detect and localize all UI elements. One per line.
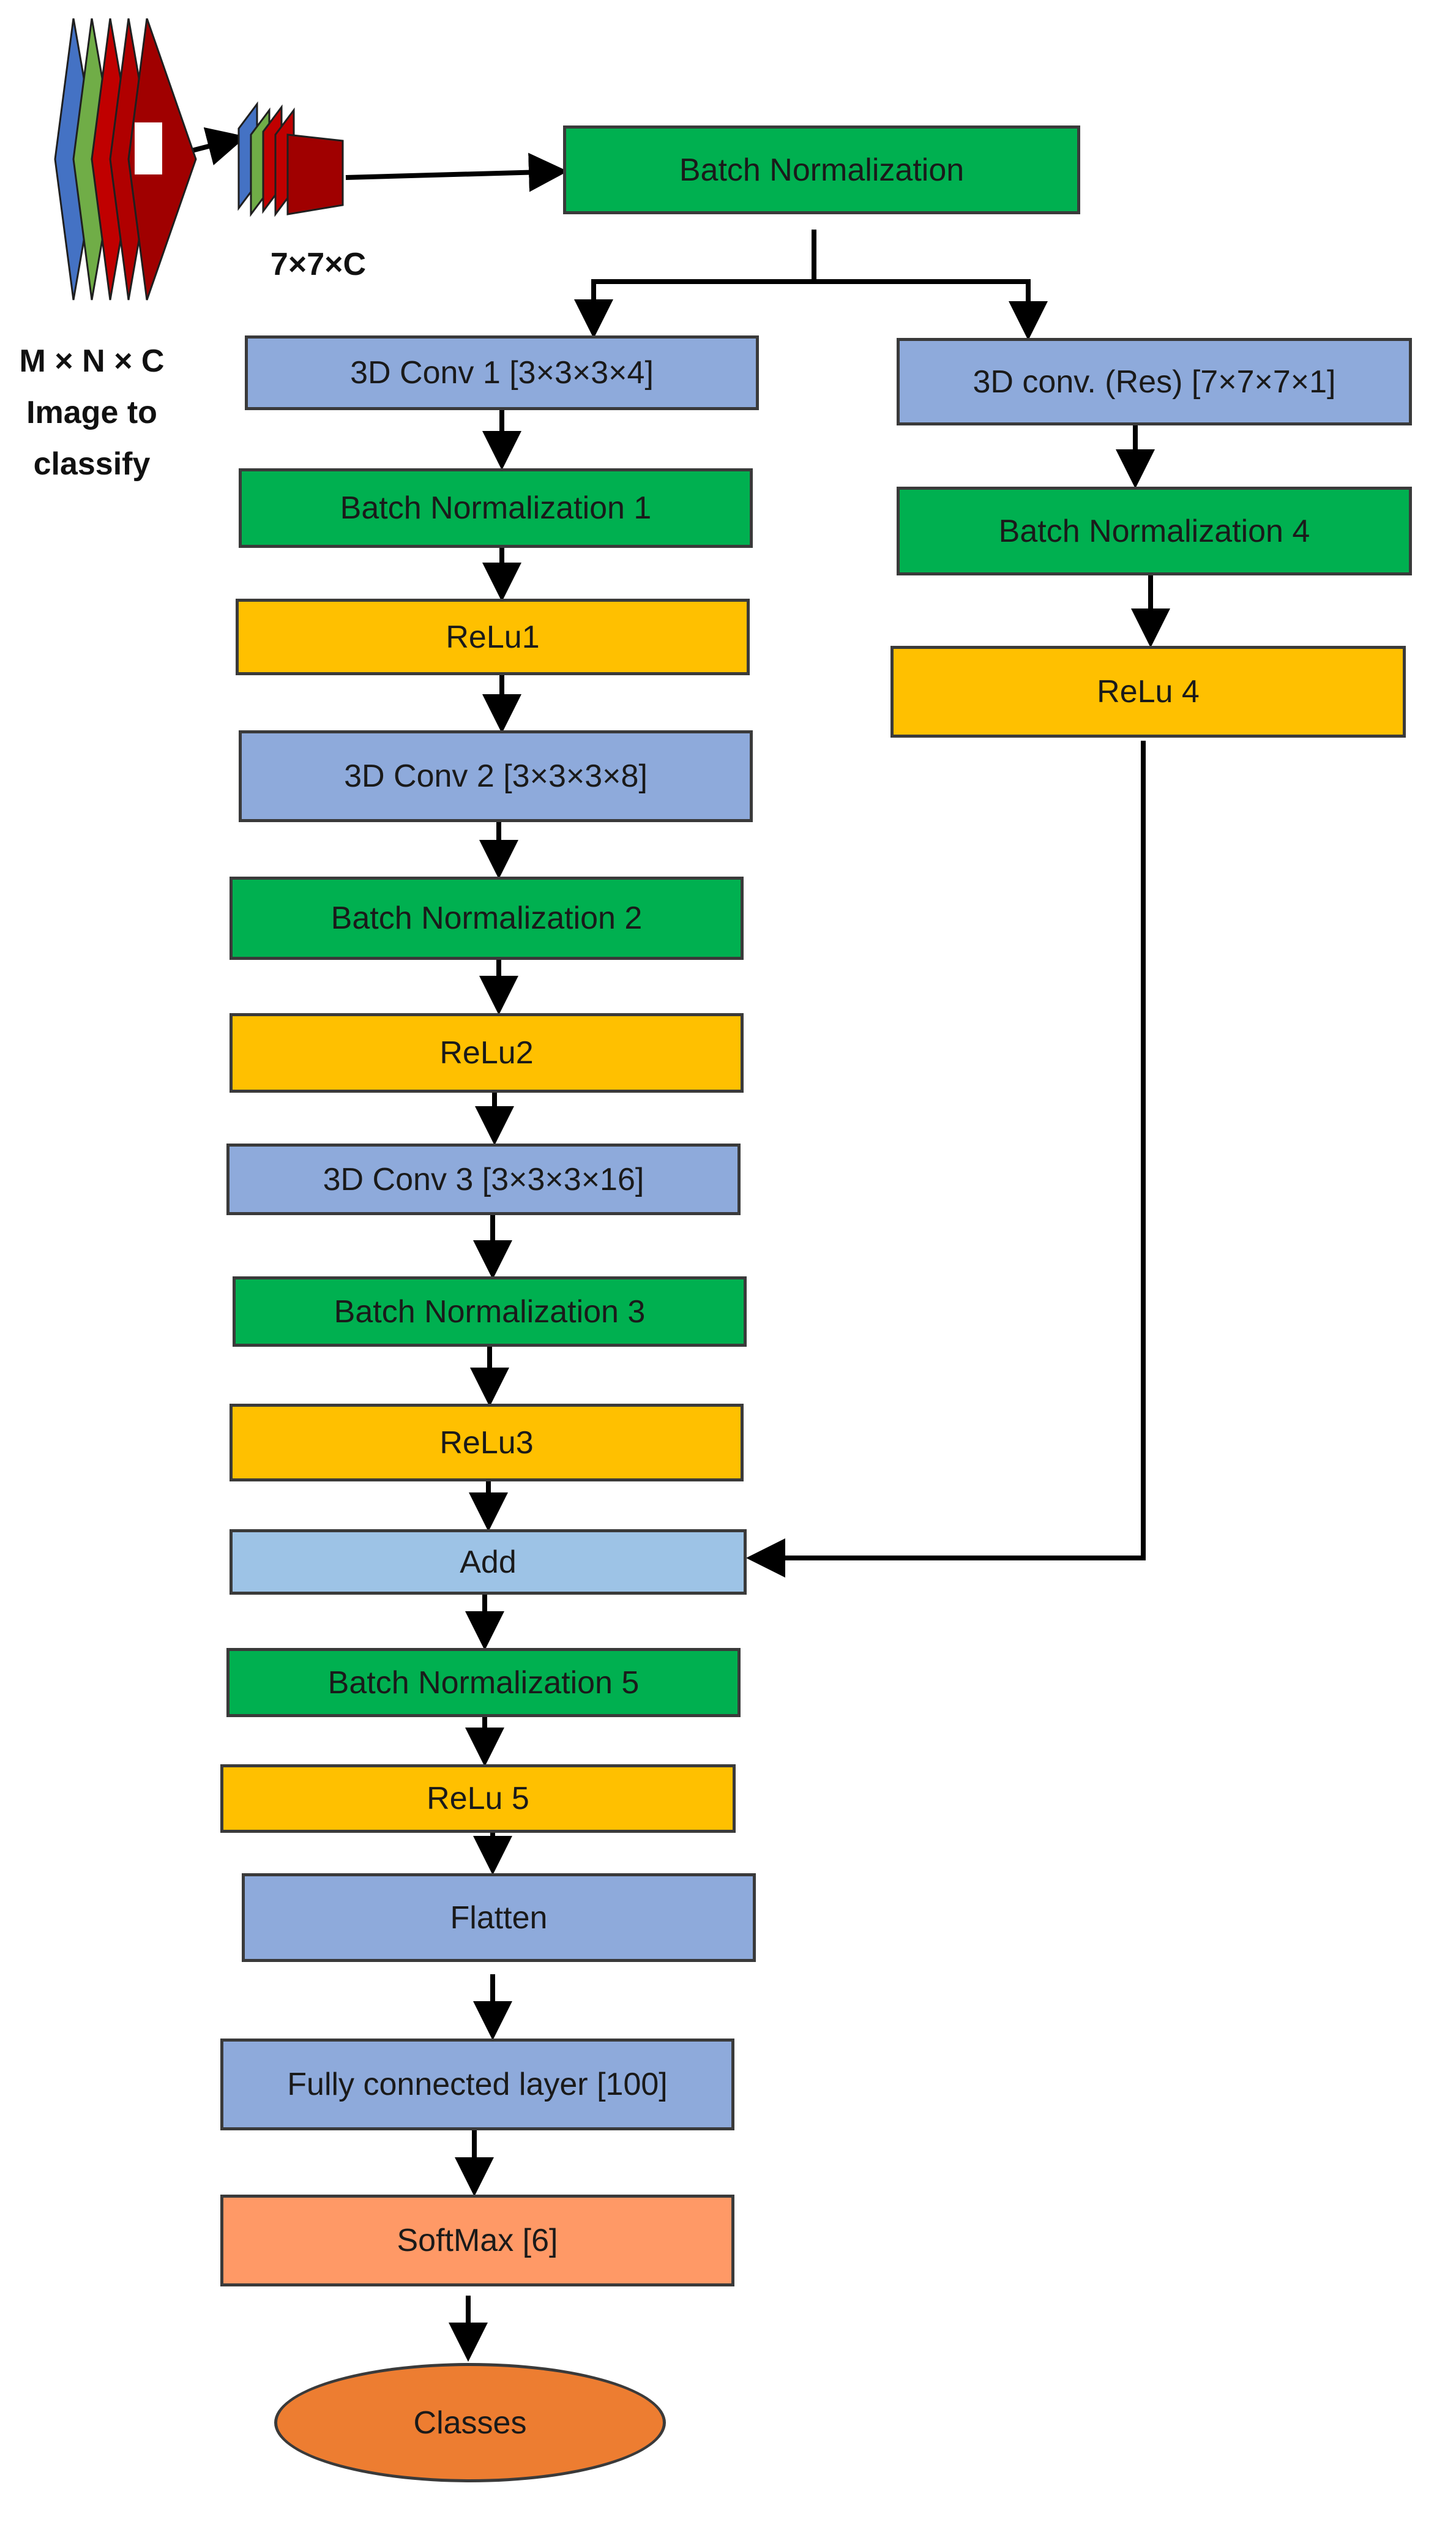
patch-size-label: 7×7×C bbox=[270, 247, 367, 282]
conv2-box: 3D Conv 2 [3×3×3×8] bbox=[239, 730, 753, 822]
conv-res-box: 3D conv. (Res) [7×7×7×1] bbox=[897, 338, 1412, 425]
patch-stack-icon bbox=[237, 101, 344, 217]
conv3-box: 3D Conv 3 [3×3×3×16] bbox=[226, 1144, 741, 1215]
relu4-box: ReLu 4 bbox=[890, 646, 1406, 738]
input-image-stack-icon bbox=[54, 18, 197, 301]
relu5-box: ReLu 5 bbox=[220, 1764, 736, 1833]
conv1-box: 3D Conv 1 [3×3×3×4] bbox=[245, 335, 759, 410]
relu1-box: ReLu1 bbox=[236, 599, 750, 675]
input-size-label: M × N × C bbox=[19, 343, 165, 379]
split-connector bbox=[574, 230, 816, 339]
relu2-box: ReLu2 bbox=[230, 1013, 744, 1093]
relu3-box: ReLu3 bbox=[230, 1404, 744, 1481]
batch-norm-top: Batch Normalization bbox=[563, 125, 1080, 214]
arrow-relu4-add bbox=[746, 741, 1146, 1578]
bn5-box: Batch Normalization 5 bbox=[226, 1648, 741, 1717]
add-box: Add bbox=[230, 1529, 747, 1595]
bn4-box: Batch Normalization 4 bbox=[897, 487, 1412, 575]
split-connector-right bbox=[814, 279, 1048, 340]
flatten-box: Flatten bbox=[242, 1873, 756, 1962]
classes-oval: Classes bbox=[274, 2363, 666, 2482]
input-desc-label-2: classify bbox=[33, 446, 151, 482]
input-desc-label: Image to bbox=[26, 395, 157, 430]
arrow-patch-to-bn bbox=[345, 152, 568, 192]
bn3-box: Batch Normalization 3 bbox=[233, 1276, 747, 1347]
bn1-box: Batch Normalization 1 bbox=[239, 468, 753, 548]
bn2-box: Batch Normalization 2 bbox=[230, 877, 744, 960]
softmax-box: SoftMax [6] bbox=[220, 2195, 734, 2286]
fully-connected-box: Fully connected layer [100] bbox=[220, 2039, 734, 2130]
